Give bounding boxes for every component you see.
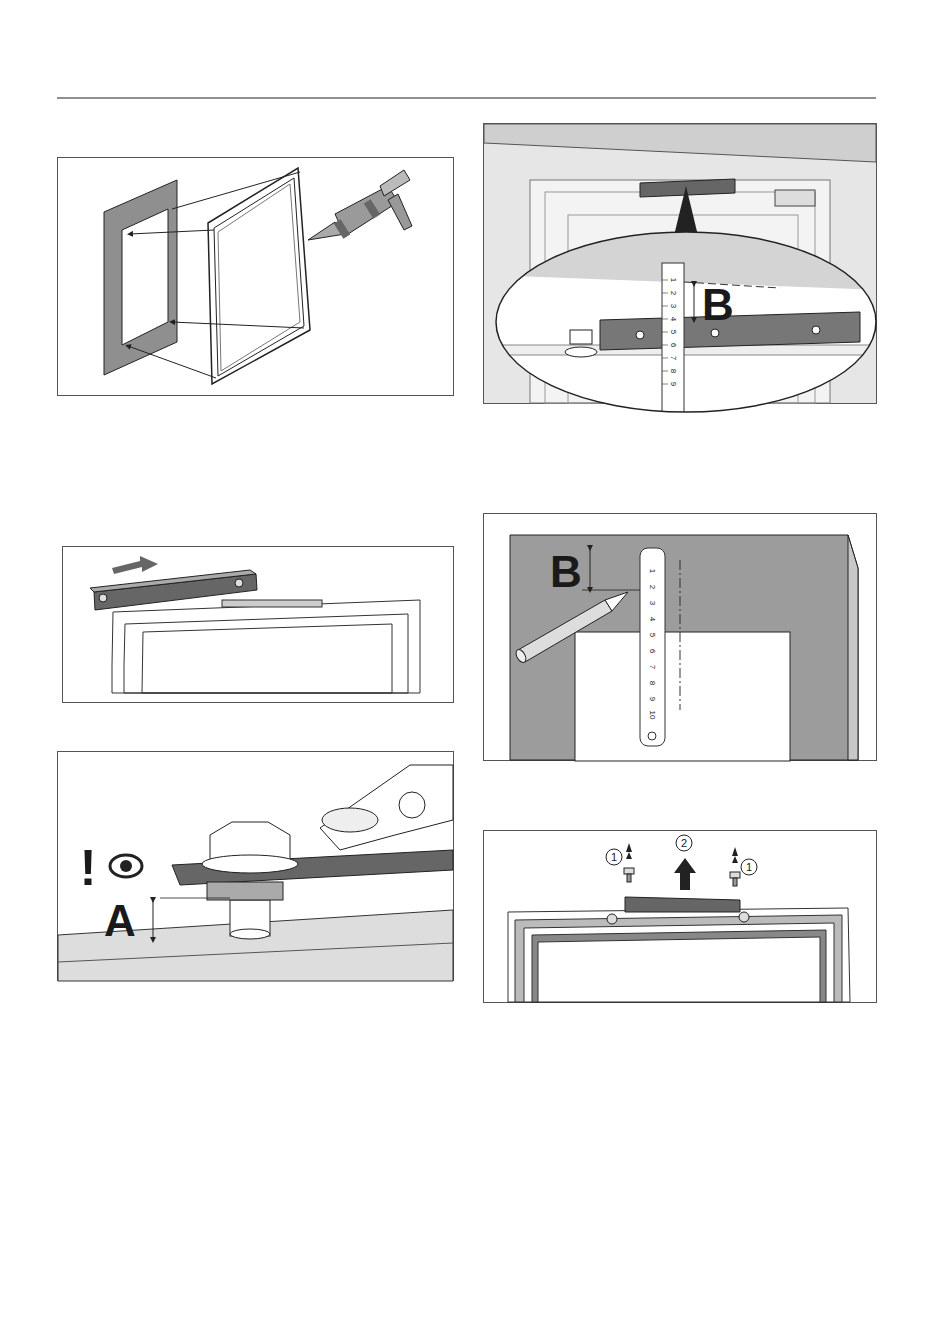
callout-number: 1 <box>611 852 617 863</box>
ruler-digit: 2 <box>648 585 656 589</box>
ruler-digit: 4 <box>648 617 656 621</box>
ruler-digit: 5 <box>648 633 656 637</box>
dimension-letter: B <box>550 550 582 594</box>
ruler-digit: 4 <box>669 317 677 321</box>
callout-number: 2 <box>681 838 687 849</box>
ruler-digit: 9 <box>669 382 677 386</box>
warning-mark: ! <box>80 843 97 893</box>
ruler-digit: 1 <box>669 278 677 282</box>
ruler-digit: 6 <box>648 649 656 653</box>
ruler-digit: 7 <box>648 665 656 669</box>
ruler-digit: 6 <box>669 343 677 347</box>
callout-number: 1 <box>746 862 752 873</box>
ruler-digit: 9 <box>648 697 656 701</box>
ruler-digit: 3 <box>648 601 656 605</box>
dimension-letter: B <box>702 283 734 327</box>
ruler-digit: 8 <box>648 681 656 685</box>
ruler-digit: 7 <box>669 356 677 360</box>
ruler-digit: 2 <box>669 291 677 295</box>
ruler-digit: 8 <box>669 369 677 373</box>
ruler-digit: 1 <box>648 569 656 573</box>
ruler-digit: 10 <box>648 711 656 720</box>
ruler-digit: 5 <box>669 330 677 334</box>
ruler-digit: 3 <box>669 304 677 308</box>
dimension-letter: A <box>104 899 136 943</box>
